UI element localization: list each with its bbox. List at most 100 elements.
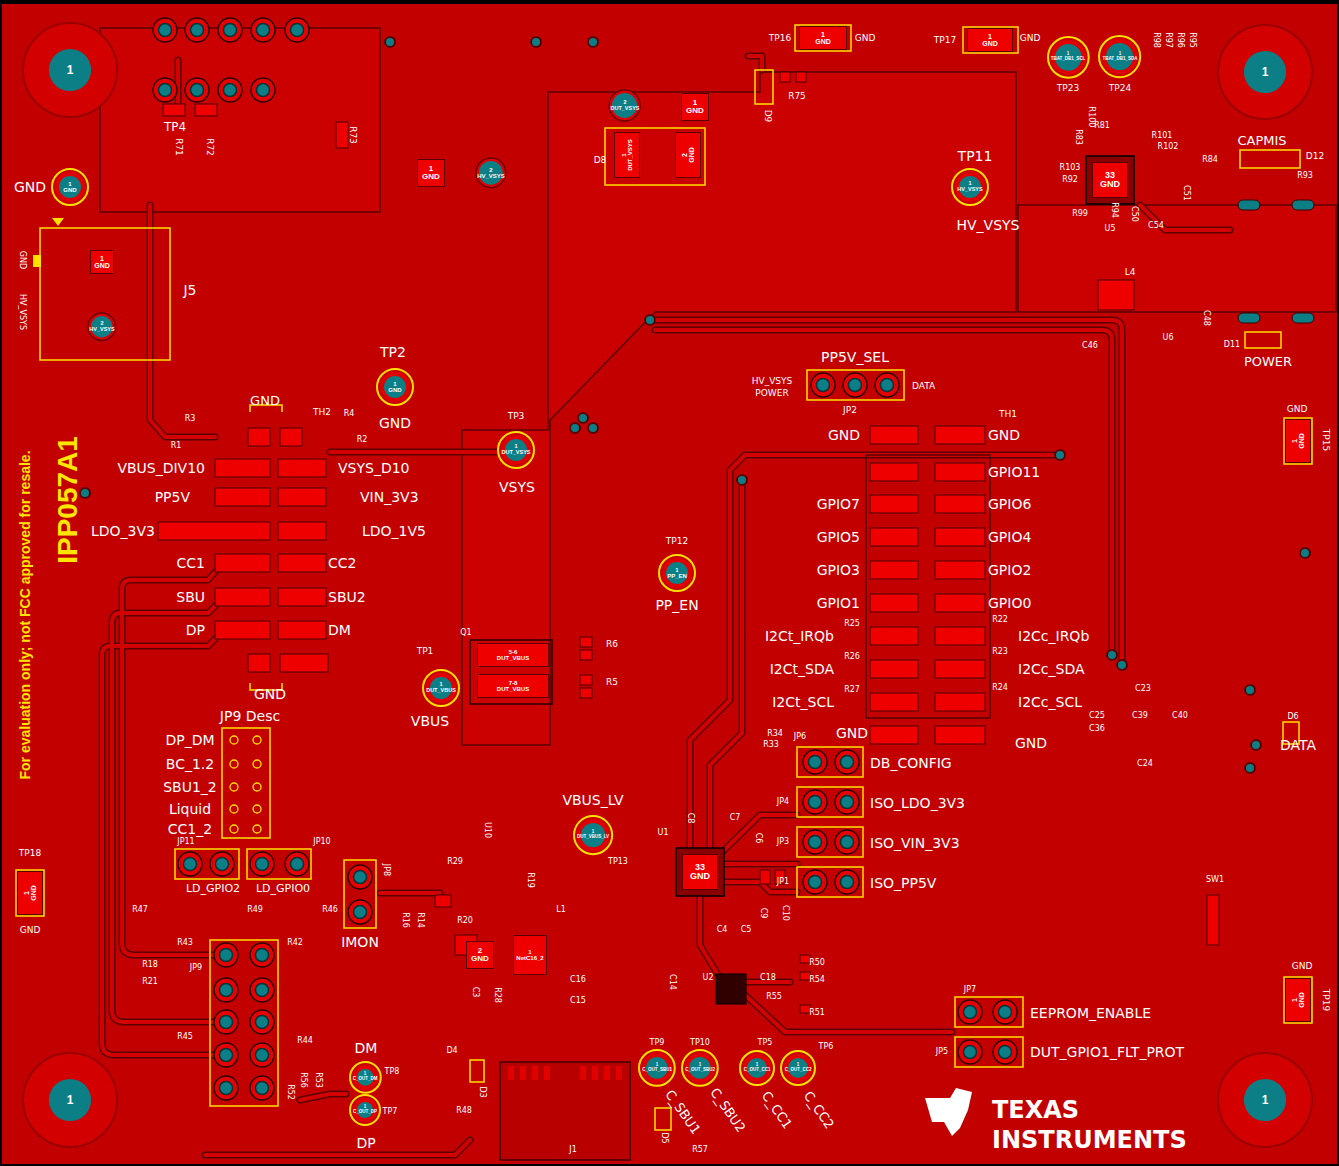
- reference-designator: JP4: [777, 798, 789, 806]
- net-label: SBU: [176, 590, 205, 604]
- test-point-outline: [639, 1050, 675, 1086]
- pad-text: 1 C_OUT_DM: [353, 1072, 378, 1081]
- pins: [835, 870, 859, 894]
- reference-designator: R1: [171, 442, 182, 450]
- pad-ring: [476, 158, 506, 188]
- smd-pad: 1 GND: [681, 93, 709, 121]
- pad-text: 33 GND: [1100, 171, 1120, 190]
- pad-text: 1 GND: [686, 99, 704, 116]
- net-label: GND: [1292, 962, 1313, 971]
- pad-text: 1 DUT_VSYS: [501, 444, 530, 456]
- test-point: 1 GND: [376, 368, 414, 406]
- pins: [250, 852, 274, 876]
- reference-designator: TP12: [666, 537, 688, 546]
- vias: [1245, 763, 1255, 773]
- silkscreen: [210, 940, 278, 1106]
- pins: [835, 790, 859, 814]
- logo-text: INSTRUMENTS: [992, 1128, 1187, 1152]
- reference-designator: R46: [322, 906, 338, 914]
- vias: [578, 413, 588, 423]
- hole-drill: [49, 1079, 91, 1121]
- net-label: HV_VSYS: [956, 218, 1019, 232]
- vias: [1055, 450, 1065, 460]
- hole-pad: [1218, 25, 1312, 119]
- vias: [531, 37, 541, 47]
- reference-designator: JP9: [190, 964, 202, 972]
- smd-pad: 33 GND: [682, 854, 718, 890]
- usb-pads: [1238, 313, 1260, 323]
- silkscreen: [807, 370, 904, 400]
- pad-text: 1: [1262, 66, 1269, 79]
- silkscreen: [175, 849, 239, 879]
- reference-designator: C9: [759, 908, 767, 919]
- smd-pads: [870, 495, 918, 513]
- board-marking: For evaluation only; not FCC approved fo…: [18, 450, 32, 779]
- smd-pads: [935, 594, 985, 612]
- reference-designator: R22: [992, 616, 1008, 624]
- reference-designator: R96: [1176, 32, 1184, 48]
- silk-mark: [33, 218, 64, 267]
- silkscreen: [797, 747, 863, 777]
- smd-pads: [278, 554, 326, 572]
- test-point: 1 C_OUT_CC2: [780, 1050, 816, 1086]
- pins: [185, 78, 209, 102]
- hole-pad: [23, 1053, 117, 1147]
- reference-designator: C25: [1089, 712, 1105, 720]
- test-point: 1 GND: [51, 168, 89, 206]
- reference-designator: U1: [658, 829, 669, 837]
- reference-designator: R26: [844, 653, 860, 661]
- test-point: 1 DUT_VBUS_LV: [573, 815, 613, 855]
- reference-designator: R49: [247, 906, 263, 914]
- pad-text: 1 TBAT_DB1_SDA: [1102, 52, 1137, 61]
- net-label: CC1: [177, 556, 205, 570]
- pins: [993, 1040, 1017, 1064]
- reference-designator: D11: [1224, 341, 1240, 349]
- reference-designator: TP15: [1321, 429, 1330, 451]
- net-label: GPIO0: [988, 596, 1031, 610]
- pins: [285, 852, 309, 876]
- test-point-outline: [682, 1050, 718, 1086]
- net-label: LD_GPIO0: [256, 883, 310, 894]
- pad-rect: [418, 160, 445, 187]
- pad-text: 2 HV_VSYS: [89, 321, 114, 333]
- usb-pads: [1292, 313, 1314, 323]
- reference-designator: C36: [1089, 725, 1105, 733]
- reference-designator: TP10: [690, 1039, 710, 1047]
- reference-designator: TP11: [958, 149, 993, 163]
- reference-designator: TP4: [164, 121, 186, 133]
- net-label: ISO_LDO_3V3: [870, 796, 965, 810]
- silkscreen: [16, 870, 44, 916]
- mounting-hole: 1: [22, 22, 118, 118]
- net-label: VSYS: [499, 480, 535, 494]
- test-point-pad: [1051, 40, 1086, 75]
- reference-designator: TP6: [819, 1043, 834, 1051]
- reference-designator: C3: [471, 987, 479, 998]
- pad-text: 2 HV_VSYS: [477, 167, 505, 180]
- reference-designator: R83: [1074, 129, 1082, 145]
- net-label: VSYS_D10: [338, 461, 410, 475]
- reference-designator: R14: [416, 912, 424, 928]
- pad-text: 1 GND: [815, 31, 831, 46]
- test-point-outline: [377, 369, 413, 405]
- silkscreen: [344, 860, 376, 928]
- ic-body: [544, 1066, 550, 1080]
- reference-designator: U10: [483, 822, 491, 838]
- net-label: IMON: [341, 935, 379, 949]
- pad-text: 1 C_OUT_CC1: [744, 1063, 771, 1072]
- pins: [348, 865, 372, 889]
- silkscreen: [470, 1060, 484, 1082]
- test-point-pad: [685, 1053, 715, 1083]
- ic-body: [592, 1066, 598, 1080]
- net-label: CC2: [328, 556, 356, 570]
- test-point: 1 C_OUT_DP: [349, 1094, 381, 1126]
- ic-body: [500, 1062, 630, 1160]
- pins: [153, 18, 1017, 1100]
- pins: [958, 1000, 982, 1024]
- silkscreen: [797, 827, 863, 857]
- pad-text: 1 DUT_VBUS: [426, 682, 456, 694]
- through-hole-pad: 2 DUT_VSYS: [608, 89, 641, 122]
- reference-designator: TP18: [19, 849, 41, 858]
- smd-pads: [1207, 895, 1219, 945]
- reference-designator: C46: [1082, 342, 1098, 350]
